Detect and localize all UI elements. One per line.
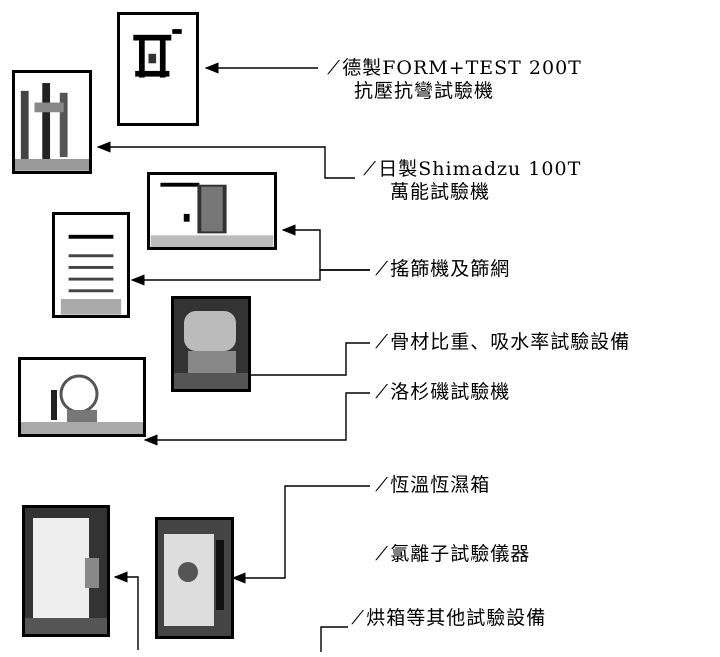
bullet-icon: ⁄ [380,543,385,565]
connector-sieve-lower [130,269,370,286]
aggregate-equipment-photo [171,296,251,392]
la-abrasion-machine-photo [18,357,146,437]
form-test-machine-photo [117,12,199,126]
connector-humidity [231,485,370,584]
connector-oven [320,626,348,652]
oven-photo [22,505,110,637]
connector-oven-left [113,571,139,650]
humidity-chamber-photo [155,517,234,639]
bullet-icon: ⁄ [368,158,373,180]
label-humidity-text: 恆溫恆濕箱 [390,474,491,496]
label-form-test-line1: 德製FORM+TEST 200T [342,57,582,79]
label-la-abrasion-text: 洛杉磯試驗機 [390,381,511,403]
bullet-icon: ⁄ [380,474,385,496]
label-sieve-text: 搖篩機及篩網 [390,258,511,280]
label-shimadzu: ⁄日製Shimadzu 100T 萬能試驗機 [368,158,581,204]
label-sieve: ⁄搖篩機及篩網 [380,258,510,281]
bullet-icon: ⁄ [380,381,385,403]
bullet-icon: ⁄ [332,57,337,79]
bullet-icon: ⁄ [380,258,385,280]
connector-sieve-upper [281,224,370,271]
label-humidity: ⁄恆溫恆濕箱 [380,474,490,497]
label-chloride-text: 氯離子試驗儀器 [390,543,531,565]
label-aggregate-text: 骨材比重、吸水率試驗設備 [390,331,631,353]
label-oven-text: 烘箱等其他試驗設備 [366,607,547,629]
label-form-test-line2: 抗壓抗彎試驗機 [354,80,495,102]
bullet-icon: ⁄ [356,607,361,629]
connector-aggregate [229,342,370,381]
label-form-test: ⁄德製FORM+TEST 200T 抗壓抗彎試驗機 [332,57,582,103]
label-la-abrasion: ⁄洛杉磯試驗機 [380,381,510,404]
label-shimadzu-line2: 萬能試驗機 [390,181,491,203]
label-aggregate: ⁄骨材比重、吸水率試驗設備 [380,331,630,354]
sieve-shaker-upper-photo [147,172,277,250]
label-chloride: ⁄氯離子試驗儀器 [380,543,530,566]
sieve-shaker-lower-photo [52,212,130,318]
connector-la-abrasion [143,392,370,446]
label-shimadzu-line1: 日製Shimadzu 100T [378,158,582,180]
label-oven: ⁄烘箱等其他試驗設備 [356,607,546,630]
shimadzu-machine-photo [12,70,92,174]
bullet-icon: ⁄ [380,331,385,353]
